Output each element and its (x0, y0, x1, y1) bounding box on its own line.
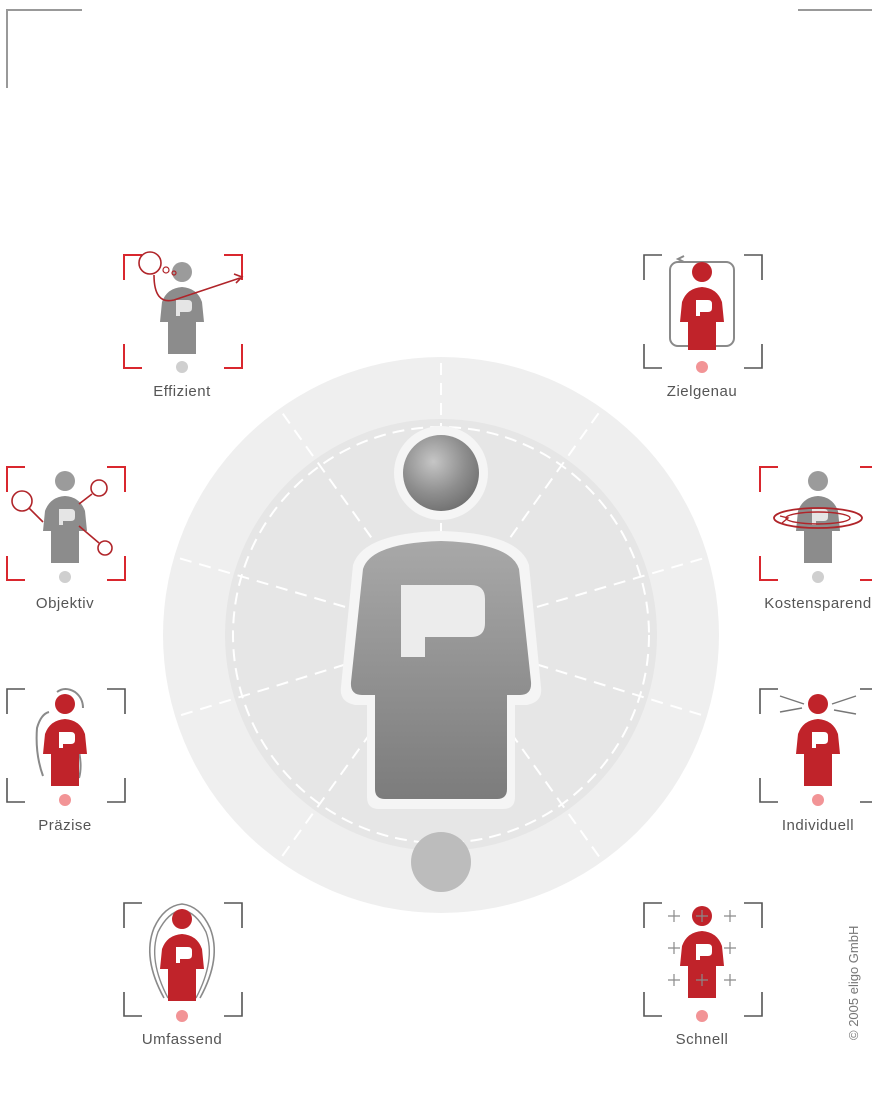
item-label: Zielgenau (666, 383, 738, 400)
item-label: Effizient (153, 383, 211, 400)
kostensparend-icon (759, 466, 872, 583)
corner-mark-top-left (6, 9, 82, 88)
item-objektiv: Objektiv (0, 462, 165, 662)
umfassend-icon (123, 902, 243, 1022)
item-schnell: Schnell (602, 898, 802, 1098)
copyright-text: © 2005 eligo GmbH (846, 925, 861, 1040)
center-base-dot (411, 832, 471, 892)
item-label: Umfassend (141, 1031, 223, 1048)
item-umfassend: Umfassend (82, 898, 282, 1098)
item-label: Objektiv (35, 595, 95, 612)
item-individuell: Individuell (718, 684, 872, 884)
item-label: Präzise (38, 817, 92, 834)
center-head (403, 435, 479, 511)
individuell-icon (759, 688, 872, 806)
center-body (350, 541, 532, 799)
item-praezise: Präzise (0, 684, 165, 884)
item-label: Individuell (781, 817, 855, 834)
praezise-icon (6, 688, 126, 806)
center-p-badge (401, 585, 485, 657)
item-effizient: Effizient (82, 250, 282, 450)
schnell-icon (643, 902, 763, 1022)
zielgenau-icon (643, 254, 763, 373)
effizient-icon (123, 251, 244, 373)
center-person-diagram (163, 357, 719, 913)
item-label: Schnell (675, 1031, 729, 1048)
item-kostensparend: Kostensparend (718, 462, 872, 662)
item-zielgenau: Zielgenau (602, 250, 802, 450)
item-label: Kostensparend (764, 595, 872, 612)
corner-mark-top-right (798, 9, 872, 11)
objektiv-icon (6, 466, 126, 583)
